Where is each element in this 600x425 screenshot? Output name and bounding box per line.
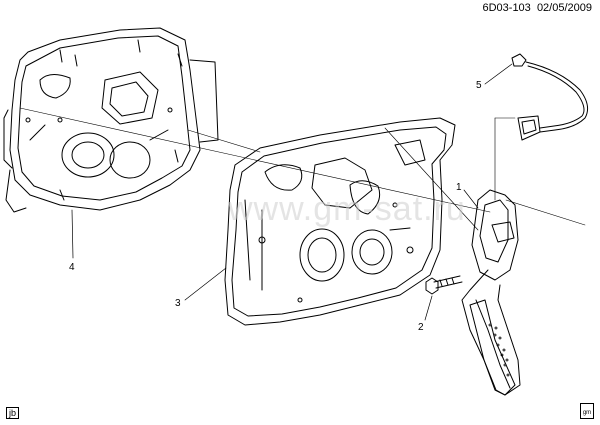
callout-4: 4 [69, 262, 75, 273]
alignment-lines [19, 107, 586, 231]
part-2-bolt [425, 275, 463, 295]
diagram-header: 6D03-103 02/05/2009 [482, 2, 592, 14]
gm-logo-badge: gm [580, 403, 594, 419]
callout-3: 3 [175, 298, 181, 309]
part-4-bracket-plate [3, 27, 219, 213]
callout-1: 1 [456, 182, 462, 193]
part-1-pedal-assembly [461, 189, 521, 396]
badge-jb: jb [6, 407, 20, 419]
callout-5: 5 [476, 80, 482, 91]
diagram-date: 02/05/2009 [536, 2, 592, 14]
callout-2: 2 [418, 322, 424, 333]
part-3-main-bracket [224, 117, 456, 326]
callout-leaders [71, 63, 513, 321]
watermark-text: www.gm-sat.ru [227, 190, 466, 228]
part-5-wiring-harness [511, 53, 589, 141]
diagram-code: 6D03-103 [482, 2, 531, 14]
